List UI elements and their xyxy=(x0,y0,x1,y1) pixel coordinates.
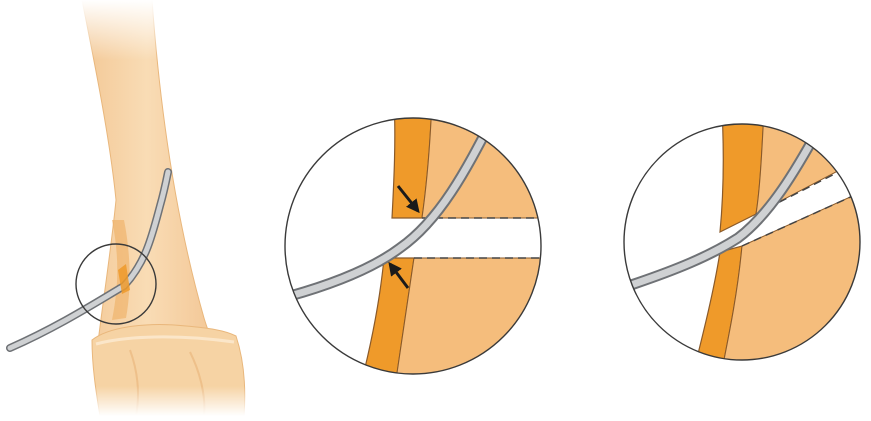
inset-displaced-panel xyxy=(620,110,870,370)
overview-panel xyxy=(10,0,260,416)
inset-arrows-panel xyxy=(280,100,560,380)
lower-cancellous xyxy=(396,258,560,380)
